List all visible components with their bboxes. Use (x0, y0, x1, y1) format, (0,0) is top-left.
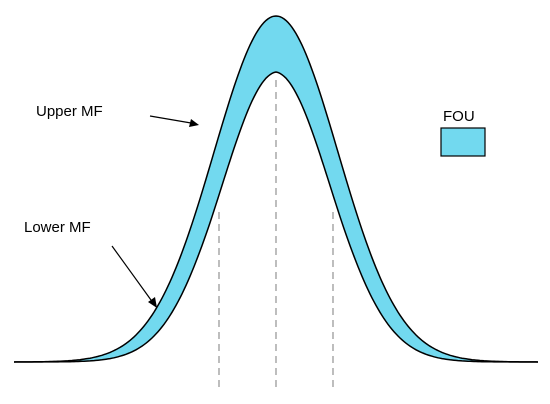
legend-swatch (440, 127, 486, 157)
legend-label: FOU (443, 108, 475, 125)
lower-mf-arrow (111, 245, 152, 301)
upper-mf-arrow (149, 115, 192, 124)
upper-mf-label: Upper MF (36, 103, 103, 120)
lower-mf-arrowhead (148, 297, 157, 308)
lower-mf-curve (14, 71, 538, 363)
upper-mf-arrowhead (189, 119, 199, 127)
lower-mf-label: Lower MF (24, 219, 91, 236)
upper-mf-curve (13, 15, 539, 363)
